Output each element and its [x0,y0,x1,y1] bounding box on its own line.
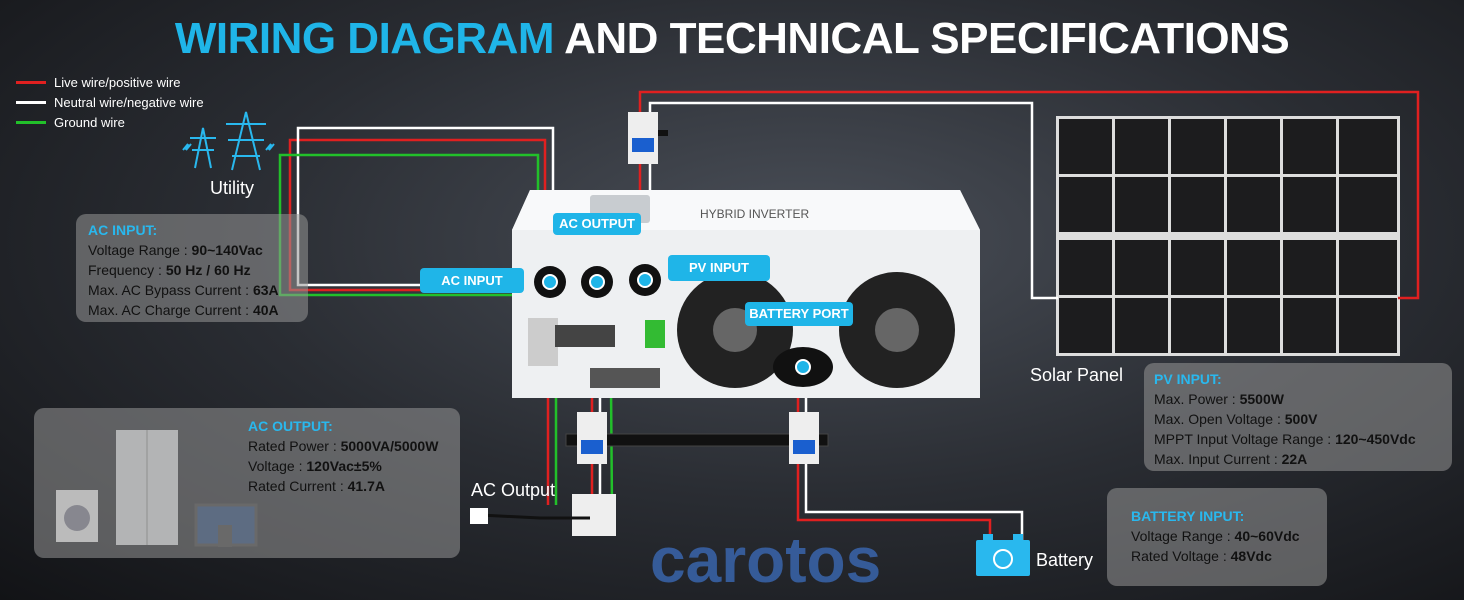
legend-neutral: Neutral wire/negative wire [16,95,204,110]
legend-ground: Ground wire [16,115,125,130]
ac-input-pill: AC INPUT [420,268,524,293]
watermark: carotos [650,524,882,596]
solar-panel [1056,116,1400,356]
battery-port [795,359,811,375]
page-title: WIRING DIAGRAM AND TECHNICAL SPECIFICATI… [174,14,1290,63]
pv-input-port [637,272,653,288]
breaker-pv [628,112,658,164]
hybrid-inverter: HYBRID INVERTER [512,190,980,398]
ac-output-port [589,274,605,290]
din-rail [565,433,829,447]
ac-output-label: AC Output [471,480,556,500]
ac-input-port [542,274,558,290]
breaker-ac [577,412,607,464]
battery-icon [976,534,1030,576]
ac-input-specs: AC INPUT: Voltage Range : 90~140Vac Freq… [76,214,308,322]
legend-live: Live wire/positive wire [16,75,180,90]
solar-panel-label: Solar Panel [1030,365,1124,385]
outlet [572,494,616,536]
breaker-battery [789,412,819,464]
ac-output-specs: AC OUTPUT: Rated Power : 5000VA/5000W Vo… [34,408,460,558]
utility-label: Utility [210,178,254,198]
battery-label: Battery [1036,550,1094,570]
battery-input-specs: BATTERY INPUT: Voltage Range : 40~60Vdc … [1107,488,1327,586]
utility-tower-icon [182,111,275,171]
ac-output-pill: AC OUTPUT [553,213,641,235]
inverter-label: HYBRID INVERTER [700,207,809,221]
pv-input-specs: PV INPUT: Max. Power : 5500W Max. Open V… [1144,363,1452,471]
pv-input-pill: PV INPUT [668,255,770,281]
battery-port-pill: BATTERY PORT [745,302,853,326]
plug-icon [470,508,488,524]
